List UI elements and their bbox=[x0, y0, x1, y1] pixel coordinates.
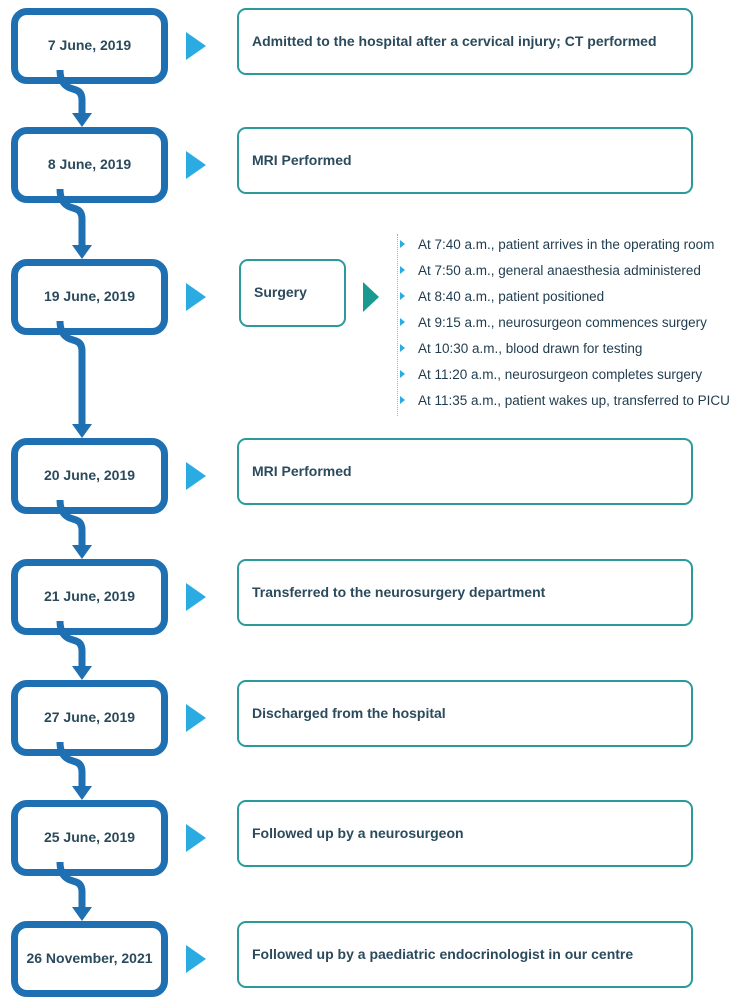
list-item: At 8:40 a.m., patient positioned bbox=[398, 286, 753, 312]
curved-arrow-down-icon bbox=[56, 188, 92, 259]
date-box: 20 June, 2019 bbox=[11, 438, 168, 514]
triangle-right-icon bbox=[186, 151, 206, 179]
triangle-right-icon bbox=[186, 32, 206, 60]
event-label: Admitted to the hospital after a cervica… bbox=[252, 32, 657, 49]
detail-text: At 7:40 a.m., patient arrives in the ope… bbox=[418, 237, 715, 252]
curved-arrow-down-icon bbox=[56, 620, 92, 680]
list-item: At 10:30 a.m., blood drawn for testing bbox=[398, 338, 753, 364]
bullet-triangle-icon bbox=[400, 370, 405, 378]
date-label: 19 June, 2019 bbox=[43, 288, 136, 305]
triangle-right-icon bbox=[186, 704, 206, 732]
date-label: 25 June, 2019 bbox=[43, 829, 136, 846]
curved-arrow-down-icon bbox=[56, 69, 92, 127]
list-item: At 7:50 a.m., general anaesthesia admini… bbox=[398, 260, 753, 286]
list-item: At 11:35 a.m., patient wakes up, transfe… bbox=[398, 390, 753, 416]
date-box: 25 June, 2019 bbox=[11, 800, 168, 876]
detail-text: At 11:20 a.m., neurosurgeon completes su… bbox=[418, 367, 703, 382]
detail-text: At 9:15 a.m., neurosurgeon commences sur… bbox=[418, 315, 707, 330]
date-label: 8 June, 2019 bbox=[47, 156, 132, 173]
triangle-right-icon bbox=[186, 462, 206, 490]
event-box: Transferred to the neurosurgery departme… bbox=[237, 559, 693, 626]
bullet-triangle-icon bbox=[400, 396, 405, 404]
bullet-triangle-icon bbox=[400, 240, 405, 248]
event-label: Surgery bbox=[254, 284, 307, 301]
detail-text: At 10:30 a.m., blood drawn for testing bbox=[418, 341, 643, 356]
surgery-details-list: At 7:40 a.m., patient arrives in the ope… bbox=[397, 234, 753, 416]
event-label: MRI Performed bbox=[252, 151, 352, 168]
triangle-right-icon bbox=[186, 945, 206, 973]
curved-arrow-down-icon bbox=[56, 320, 92, 438]
date-box: 8 June, 2019 bbox=[11, 127, 168, 203]
bullet-triangle-icon bbox=[400, 344, 405, 352]
curved-arrow-down-icon bbox=[56, 861, 92, 921]
curved-arrow-down-icon bbox=[56, 741, 92, 800]
curved-arrow-down-icon bbox=[56, 499, 92, 559]
list-item: At 9:15 a.m., neurosurgeon commences sur… bbox=[398, 312, 753, 338]
triangle-right-icon bbox=[186, 824, 206, 852]
date-label: 26 November, 2021 bbox=[26, 950, 153, 967]
triangle-right-icon bbox=[186, 583, 206, 611]
detail-text: At 7:50 a.m., general anaesthesia admini… bbox=[418, 263, 701, 278]
date-box: 7 June, 2019 bbox=[11, 8, 168, 84]
date-label: 20 June, 2019 bbox=[43, 467, 136, 484]
event-box: Discharged from the hospital bbox=[237, 680, 693, 747]
date-label: 7 June, 2019 bbox=[47, 37, 132, 54]
list-item: At 7:40 a.m., patient arrives in the ope… bbox=[398, 234, 753, 260]
detail-text: At 11:35 a.m., patient wakes up, transfe… bbox=[418, 393, 730, 408]
date-label: 27 June, 2019 bbox=[43, 709, 136, 726]
event-label: Discharged from the hospital bbox=[252, 704, 446, 721]
date-box: 26 November, 2021 bbox=[11, 921, 168, 997]
triangle-right-icon bbox=[186, 283, 206, 311]
event-label: Followed up by a paediatric endocrinolog… bbox=[252, 945, 634, 962]
date-box: 21 June, 2019 bbox=[11, 559, 168, 635]
event-box: MRI Performed bbox=[237, 127, 693, 194]
date-box: 27 June, 2019 bbox=[11, 680, 168, 756]
event-label: Followed up by a neurosurgeon bbox=[252, 824, 464, 841]
event-label: MRI Performed bbox=[252, 462, 352, 479]
date-label: 21 June, 2019 bbox=[43, 588, 136, 605]
date-box: 19 June, 2019 bbox=[11, 259, 168, 335]
event-label: Transferred to the neurosurgery departme… bbox=[252, 583, 546, 600]
triangle-right-icon bbox=[363, 282, 379, 312]
list-item: At 11:20 a.m., neurosurgeon completes su… bbox=[398, 364, 753, 390]
bullet-triangle-icon bbox=[400, 318, 405, 326]
event-box: Surgery bbox=[239, 259, 346, 327]
event-box: MRI Performed bbox=[237, 438, 693, 505]
detail-text: At 8:40 a.m., patient positioned bbox=[418, 289, 605, 304]
bullet-triangle-icon bbox=[400, 292, 405, 300]
bullet-triangle-icon bbox=[400, 266, 405, 274]
event-box: Followed up by a neurosurgeon bbox=[237, 800, 693, 867]
event-box: Admitted to the hospital after a cervica… bbox=[237, 8, 693, 75]
event-box: Followed up by a paediatric endocrinolog… bbox=[237, 921, 693, 988]
